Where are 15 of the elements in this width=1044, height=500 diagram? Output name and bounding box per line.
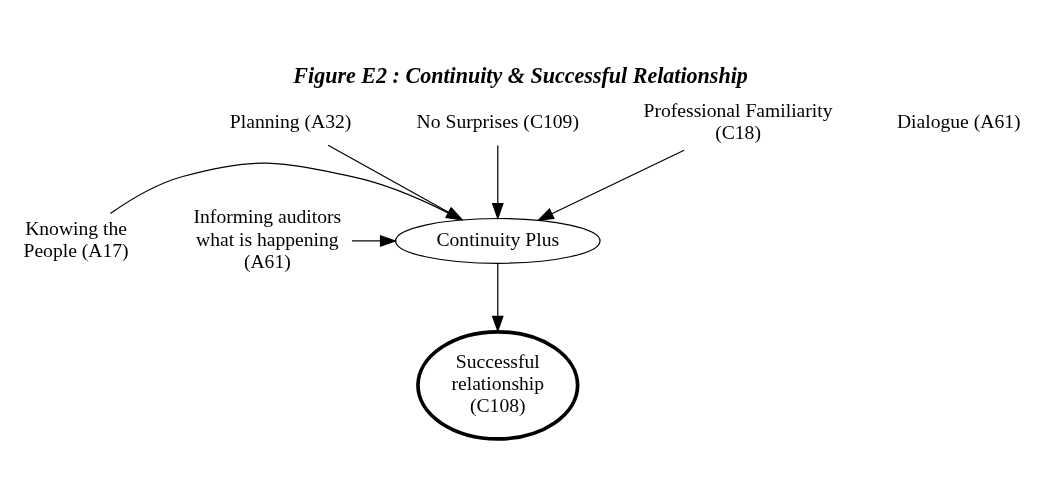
label: Dialogue (A61) (896, 110, 1021, 132)
node-ellipse: Continuity Plus (394, 217, 601, 264)
arrow (491, 262, 504, 333)
node-text: Planning (A32) (229, 110, 352, 132)
arrow (536, 149, 685, 221)
diagram-title: Figure E2 : Continuity & Successful Relationship (293, 62, 748, 88)
arrow (351, 234, 398, 247)
node-text: No Surprises (C109) (416, 110, 579, 132)
node-text: Professional Familiarity (C18) (643, 99, 833, 143)
arrow (109, 162, 464, 221)
arrow (491, 144, 504, 220)
node-ellipse: Successful relationship (C108) (416, 329, 580, 441)
node-text: Informing auditors what is happening (A61) (193, 205, 342, 272)
node-text: Knowing the People (A17) (23, 217, 129, 261)
arrow (327, 144, 464, 221)
